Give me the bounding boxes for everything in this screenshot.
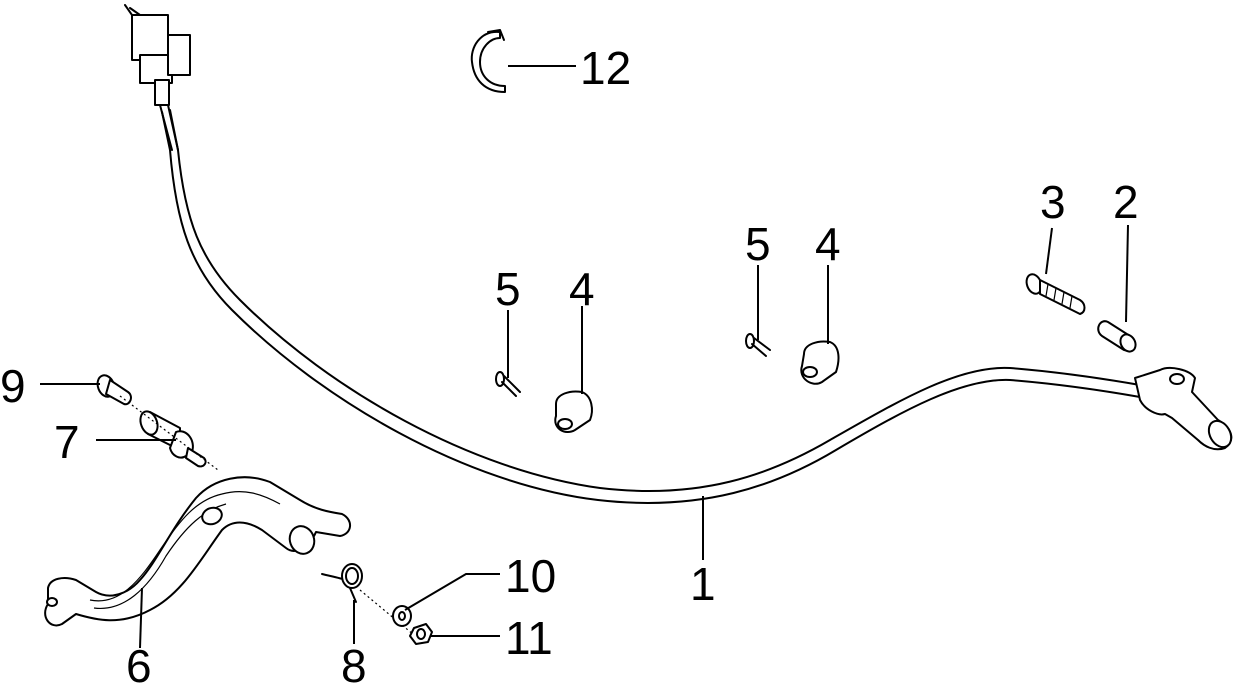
sleeve-part-2 — [1097, 320, 1137, 353]
label-part-7: 7 — [54, 416, 80, 468]
label-part-12: 12 — [580, 42, 631, 94]
label-part-9: 9 — [0, 360, 26, 412]
washer-part-10 — [392, 605, 412, 627]
label-part-6: 6 — [126, 640, 152, 691]
part-labels: 12 3 2 5 4 5 4 9 7 1 10 11 6 8 — [0, 42, 1139, 691]
screw-part-5b — [745, 333, 771, 357]
cable-clamp-part-4b — [800, 340, 840, 385]
cable-assembly — [124, 4, 1233, 504]
label-part-8: 8 — [341, 640, 367, 691]
pin-part-9 — [96, 374, 132, 406]
label-part-4a: 4 — [569, 263, 595, 315]
leader-lines — [40, 65, 1129, 649]
screw-part-5a — [495, 371, 521, 397]
label-part-3: 3 — [1040, 176, 1066, 228]
label-part-11: 11 — [505, 612, 553, 664]
pedal-arm-part-6 — [44, 476, 351, 627]
label-part-1: 1 — [690, 558, 716, 610]
label-part-2: 2 — [1113, 176, 1139, 228]
leader-part-6 — [139, 587, 143, 649]
spring-part-8 — [321, 563, 363, 603]
label-part-5a: 5 — [495, 263, 521, 315]
cable-clamp-part-4a — [554, 390, 593, 434]
ring-clip — [470, 29, 506, 93]
nut-part-11 — [409, 623, 433, 645]
leader-part-2 — [1125, 224, 1129, 323]
label-part-4b: 4 — [815, 218, 841, 270]
leader-part-10 — [404, 573, 500, 611]
label-part-10: 10 — [505, 550, 556, 602]
label-part-5b: 5 — [745, 218, 771, 270]
bolt-part-3 — [1025, 273, 1086, 315]
leader-part-3 — [1045, 227, 1053, 275]
